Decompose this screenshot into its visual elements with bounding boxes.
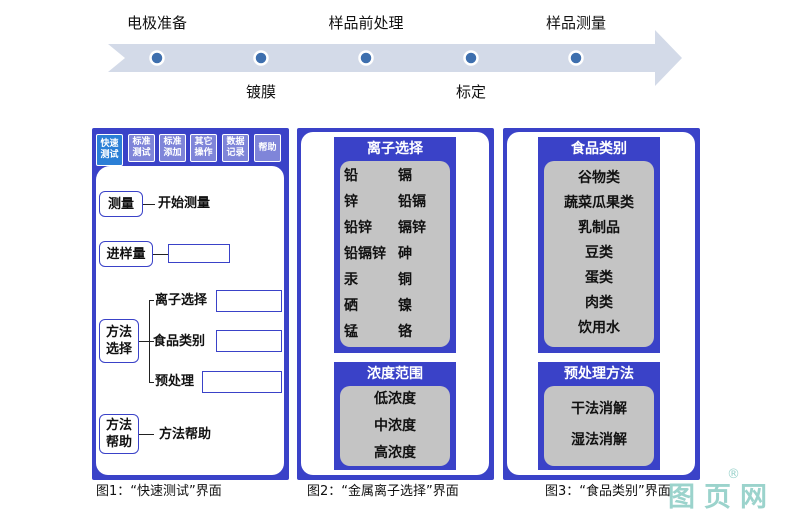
caption-figure-2: 图2：“金属离子选择”界面: [307, 484, 459, 499]
tab-standard-addition[interactable]: 标准添加: [159, 134, 186, 162]
quick-test-content: 测量 开始测量 进样量 方法选择 离子选择 食品类别 预处理 方法帮助 方法帮助: [96, 166, 284, 475]
pretreatment-label: 预处理: [155, 374, 195, 389]
ion-option[interactable]: 锰: [344, 324, 358, 340]
tab-quick-test[interactable]: 快速测试: [96, 134, 123, 166]
sample-amount-label: 进样量: [99, 241, 153, 267]
ion-option[interactable]: 汞: [344, 272, 358, 288]
step-sample-pretreatment: 样品前处理: [328, 14, 404, 32]
tab-other-operations[interactable]: 其它操作: [190, 134, 217, 162]
concentration-option[interactable]: 高浓度: [374, 445, 416, 461]
method-select-box: 方法选择: [99, 319, 139, 363]
caption-figure-3: 图3：“食品类别”界面: [545, 484, 671, 499]
ion-option[interactable]: 硒: [344, 298, 358, 314]
food-option[interactable]: 饮用水: [578, 320, 620, 336]
ion-option[interactable]: 镉锌: [398, 220, 426, 236]
food-option[interactable]: 豆类: [585, 245, 613, 261]
food-category-content: 食品类别 谷物类 蔬菜瓜果类 乳制品 豆类 蛋类 肉类 饮用水 预处理方法 干法…: [507, 132, 695, 475]
pretreatment-input[interactable]: [202, 371, 282, 393]
ion-select-input[interactable]: [216, 290, 282, 312]
food-category-group: 食品类别 谷物类 蔬菜瓜果类 乳制品 豆类 蛋类 肉类 饮用水: [538, 137, 660, 353]
pretreatment-group: 预处理方法 干法消解 湿法消解: [538, 362, 660, 470]
workflow-arrow: [108, 30, 682, 86]
ion-list: 铅 镉 锌 铅镉 铅锌 镉锌 铅镉锌 砷 汞 铜 硒 镍 锰 铬: [340, 161, 450, 347]
food-category-panel: 食品类别 谷物类 蔬菜瓜果类 乳制品 豆类 蛋类 肉类 饮用水 预处理方法 干法…: [503, 128, 700, 480]
concentration-option[interactable]: 中浓度: [374, 418, 416, 434]
pretreatment-title: 预处理方法: [564, 366, 634, 382]
ion-option[interactable]: 锌: [344, 194, 358, 210]
tab-data-records[interactable]: 数据记录: [222, 134, 249, 162]
food-option[interactable]: 肉类: [585, 295, 613, 311]
food-option[interactable]: 蔬菜瓜果类: [564, 195, 634, 211]
step-dot-2: [253, 50, 269, 66]
pretreatment-option[interactable]: 湿法消解: [571, 432, 627, 448]
tab-bar: 快速测试 标准测试 标准添加 其它操作 数据记录 帮助: [96, 134, 286, 166]
ion-option[interactable]: 铅镉: [398, 194, 426, 210]
food-option[interactable]: 蛋类: [585, 270, 613, 286]
pretreatment-list: 干法消解 湿法消解: [544, 386, 654, 466]
ion-option[interactable]: 铜: [398, 272, 412, 288]
ion-select-group: 离子选择 铅 镉 锌 铅镉 铅锌 镉锌 铅镉锌 砷 汞 铜 硒 镍 锰 铬: [334, 137, 456, 353]
ion-option[interactable]: 镍: [398, 298, 412, 314]
watermark-char: 图: [668, 482, 695, 513]
food-option[interactable]: 谷物类: [578, 170, 620, 186]
step-coating: 镀膜: [245, 83, 277, 101]
measure-box: 测量: [99, 191, 143, 217]
start-measure-button[interactable]: 开始测量: [158, 196, 211, 211]
step-sample-measure: 样品测量: [545, 14, 607, 32]
step-electrode-prep: 电极准备: [126, 14, 188, 32]
ion-option[interactable]: 铅: [344, 168, 358, 184]
ion-option[interactable]: 铅锌: [344, 220, 372, 236]
food-category-label: 食品类别: [153, 334, 206, 349]
concentration-list: 低浓度 中浓度 高浓度: [340, 386, 450, 466]
ion-select-label: 离子选择: [155, 293, 208, 308]
food-list: 谷物类 蔬菜瓜果类 乳制品 豆类 蛋类 肉类 饮用水: [544, 161, 654, 347]
ion-selection-content: 离子选择 铅 镉 锌 铅镉 铅锌 镉锌 铅镉锌 砷 汞 铜 硒 镍 锰 铬 浓度…: [301, 132, 489, 475]
method-help-box: 方法帮助: [99, 414, 139, 454]
tab-standard-test[interactable]: 标准测试: [128, 134, 155, 162]
step-calibration: 标定: [455, 83, 487, 101]
method-help-button[interactable]: 方法帮助: [159, 427, 212, 442]
step-dot-1: [149, 50, 165, 66]
sample-amount-input[interactable]: [168, 244, 230, 263]
caption-figure-1: 图1：“快速测试”界面: [96, 484, 222, 499]
concentration-option[interactable]: 低浓度: [374, 391, 416, 407]
food-option[interactable]: 乳制品: [578, 220, 620, 236]
pretreatment-option[interactable]: 干法消解: [571, 401, 627, 417]
food-category-title: 食品类别: [571, 141, 627, 157]
watermark-char: 页: [704, 482, 731, 513]
step-dot-5: [568, 50, 584, 66]
ion-selection-panel: 离子选择 铅 镉 锌 铅镉 铅锌 镉锌 铅镉锌 砷 汞 铜 硒 镍 锰 铬 浓度…: [297, 128, 494, 480]
ion-option[interactable]: 铬: [398, 324, 412, 340]
food-category-input[interactable]: [216, 330, 282, 352]
registered-mark-icon: ®: [727, 467, 740, 482]
ion-option[interactable]: 砷: [398, 246, 412, 262]
tab-help[interactable]: 帮助: [254, 134, 281, 162]
quick-test-panel: 快速测试 标准测试 标准添加 其它操作 数据记录 帮助 测量 开始测量 进样量 …: [92, 128, 289, 480]
workflow-diagram: 电极准备 样品前处理 样品测量 镀膜 标定: [0, 0, 789, 110]
ion-option[interactable]: 铅镉锌: [344, 246, 386, 262]
ion-select-title: 离子选择: [367, 141, 423, 157]
watermark-char: 网: [740, 482, 767, 513]
concentration-title: 浓度范围: [367, 366, 423, 382]
watermark-logo: 图 页 网 ®: [668, 467, 786, 524]
step-dot-3: [358, 50, 374, 66]
ion-option[interactable]: 镉: [398, 168, 412, 184]
step-dot-4: [463, 50, 479, 66]
concentration-group: 浓度范围 低浓度 中浓度 高浓度: [334, 362, 456, 470]
